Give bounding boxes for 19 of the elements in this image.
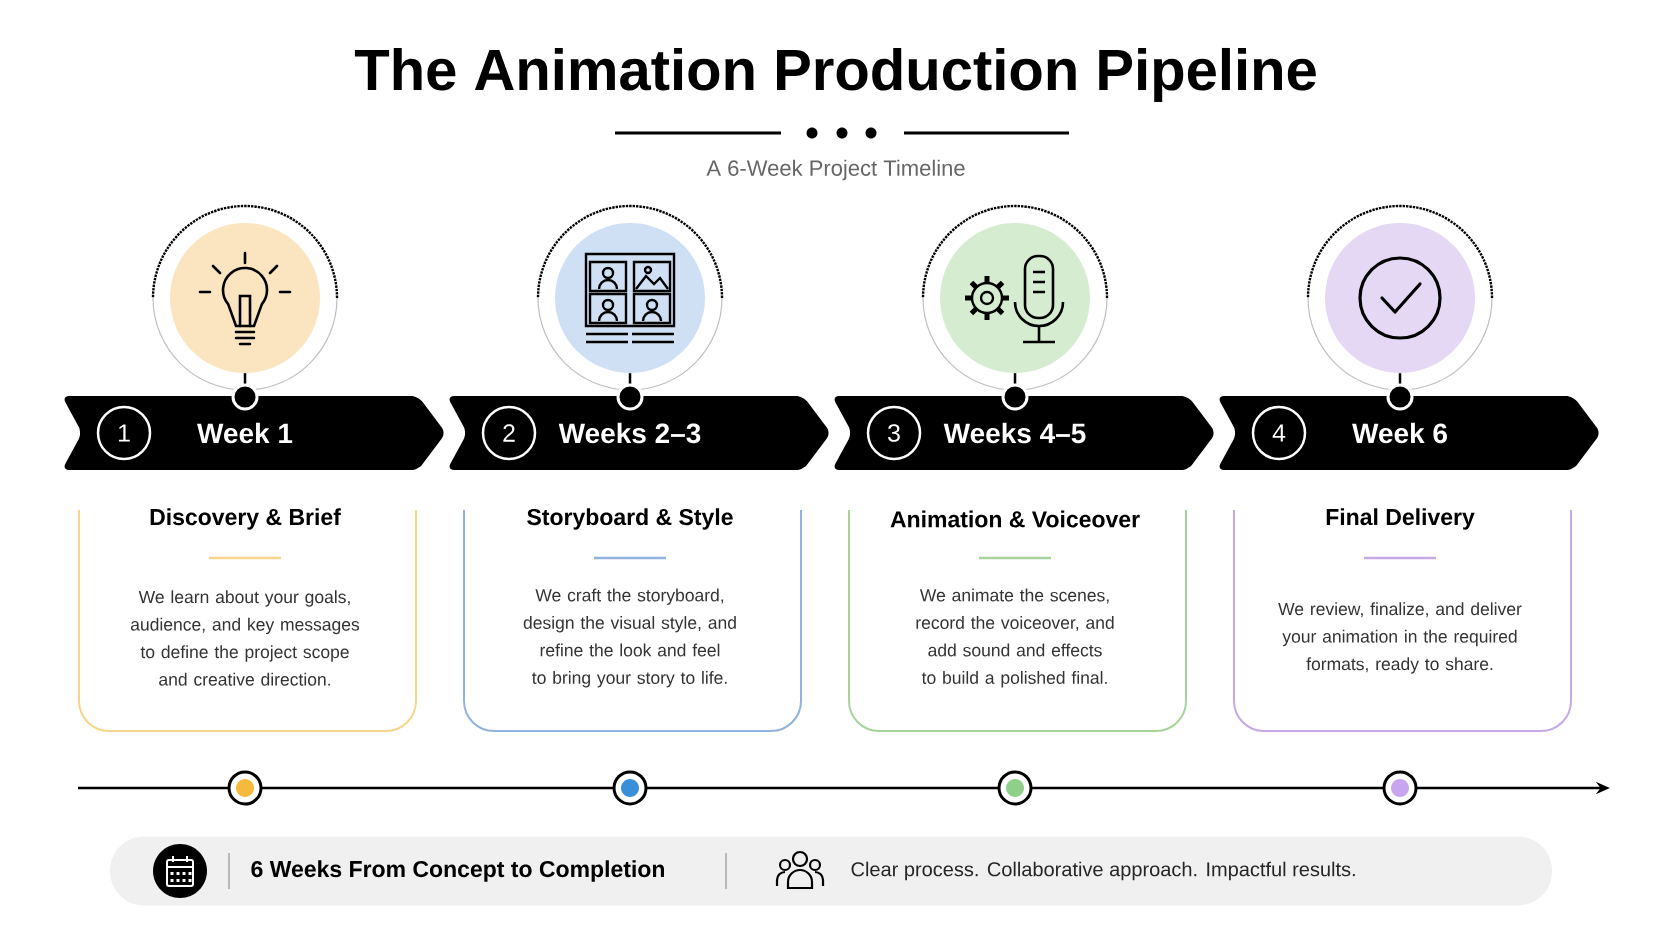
footer-bar: 6 Weeks From Concept to Completion Clear process. Collaborative approach. Impactful results.	[110, 836, 1552, 906]
connector-stem	[1386, 373, 1414, 411]
icon-circle	[921, 204, 1109, 391]
connector-stem	[616, 373, 644, 411]
step-card: Animation & Voiceover We animate the scenes, record the voiceover, and add sound and effects to build a polished final.	[848, 509, 1187, 732]
title: The Animation Production Pipeline	[354, 47, 1316, 102]
connector-stem	[1001, 373, 1029, 411]
step-banner: 2 Weeks 2–3	[449, 396, 829, 470]
step-banner: 1 Week 1	[64, 396, 444, 470]
subtitle: A 6-Week Project Timeline	[706, 159, 965, 181]
icon-circle	[151, 204, 339, 391]
step-card: Discovery & Brief We learn about your goals, audience, and key messages to define the project scope and creative direction.	[78, 508, 417, 732]
icon-circle	[1306, 204, 1494, 391]
step-banner: 3 Weeks 4–5	[834, 396, 1214, 470]
step-banner: 4 Week 6	[1219, 396, 1599, 470]
step-card: Final Delivery We review, finalize, and deliver your animation in the required formats, ready to share.	[1233, 508, 1572, 732]
step-card: Storyboard & Style We craft the storyboard, design the visual style, and refine the look and feel to bring your story to life.	[463, 508, 802, 732]
connector-stem	[231, 373, 259, 411]
icon-circle	[536, 204, 724, 391]
